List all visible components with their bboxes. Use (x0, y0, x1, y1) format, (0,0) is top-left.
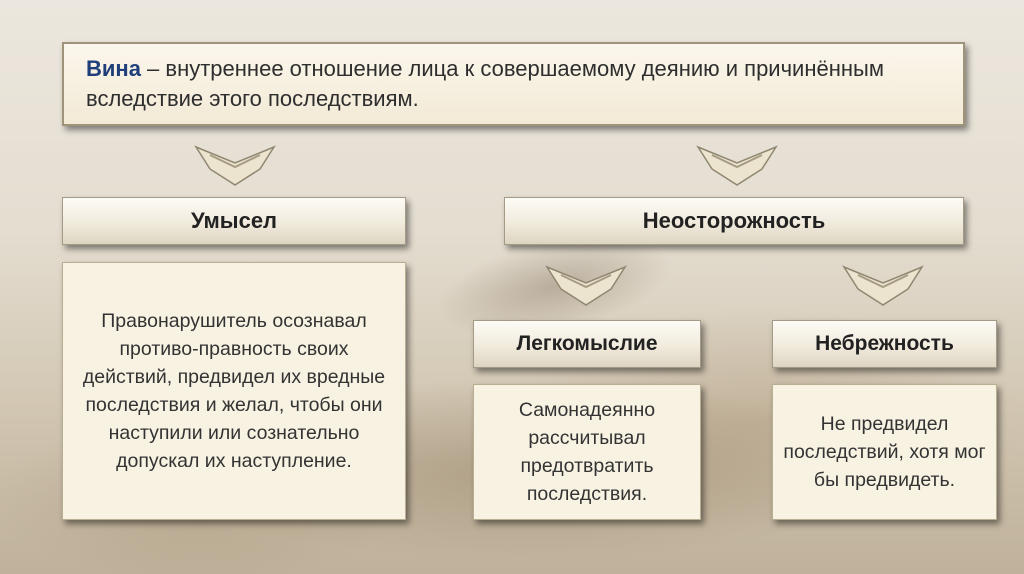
carelessness-description-text: Не предвидел последствий, хотя мог бы пр… (781, 410, 988, 494)
definition-box: Вина – внутреннее отношение лица к совер… (62, 42, 965, 126)
double-chevron-down-icon (194, 145, 276, 187)
frivolity-description-text: Самонадеянно рассчитывал предотвратить п… (482, 396, 692, 508)
intent-description-text: Правонарушитель осознавал противо-правно… (73, 307, 395, 475)
intent-description: Правонарушитель осознавал противо-правно… (62, 262, 406, 520)
carelessness-heading: Небрежность (772, 320, 997, 368)
double-chevron-down-icon (842, 265, 924, 307)
double-chevron-down-icon (545, 265, 627, 307)
negligence-heading: Неосторожность (504, 197, 964, 245)
frivolity-description: Самонадеянно рассчитывал предотвратить п… (473, 384, 701, 520)
definition-term: Вина (86, 56, 141, 81)
double-chevron-down-icon (696, 145, 778, 187)
frivolity-heading: Легкомыслие (473, 320, 701, 368)
definition-text: – внутреннее отношение лица к совершаемо… (86, 56, 884, 111)
intent-heading: Умысел (62, 197, 406, 245)
carelessness-description: Не предвидел последствий, хотя мог бы пр… (772, 384, 997, 520)
